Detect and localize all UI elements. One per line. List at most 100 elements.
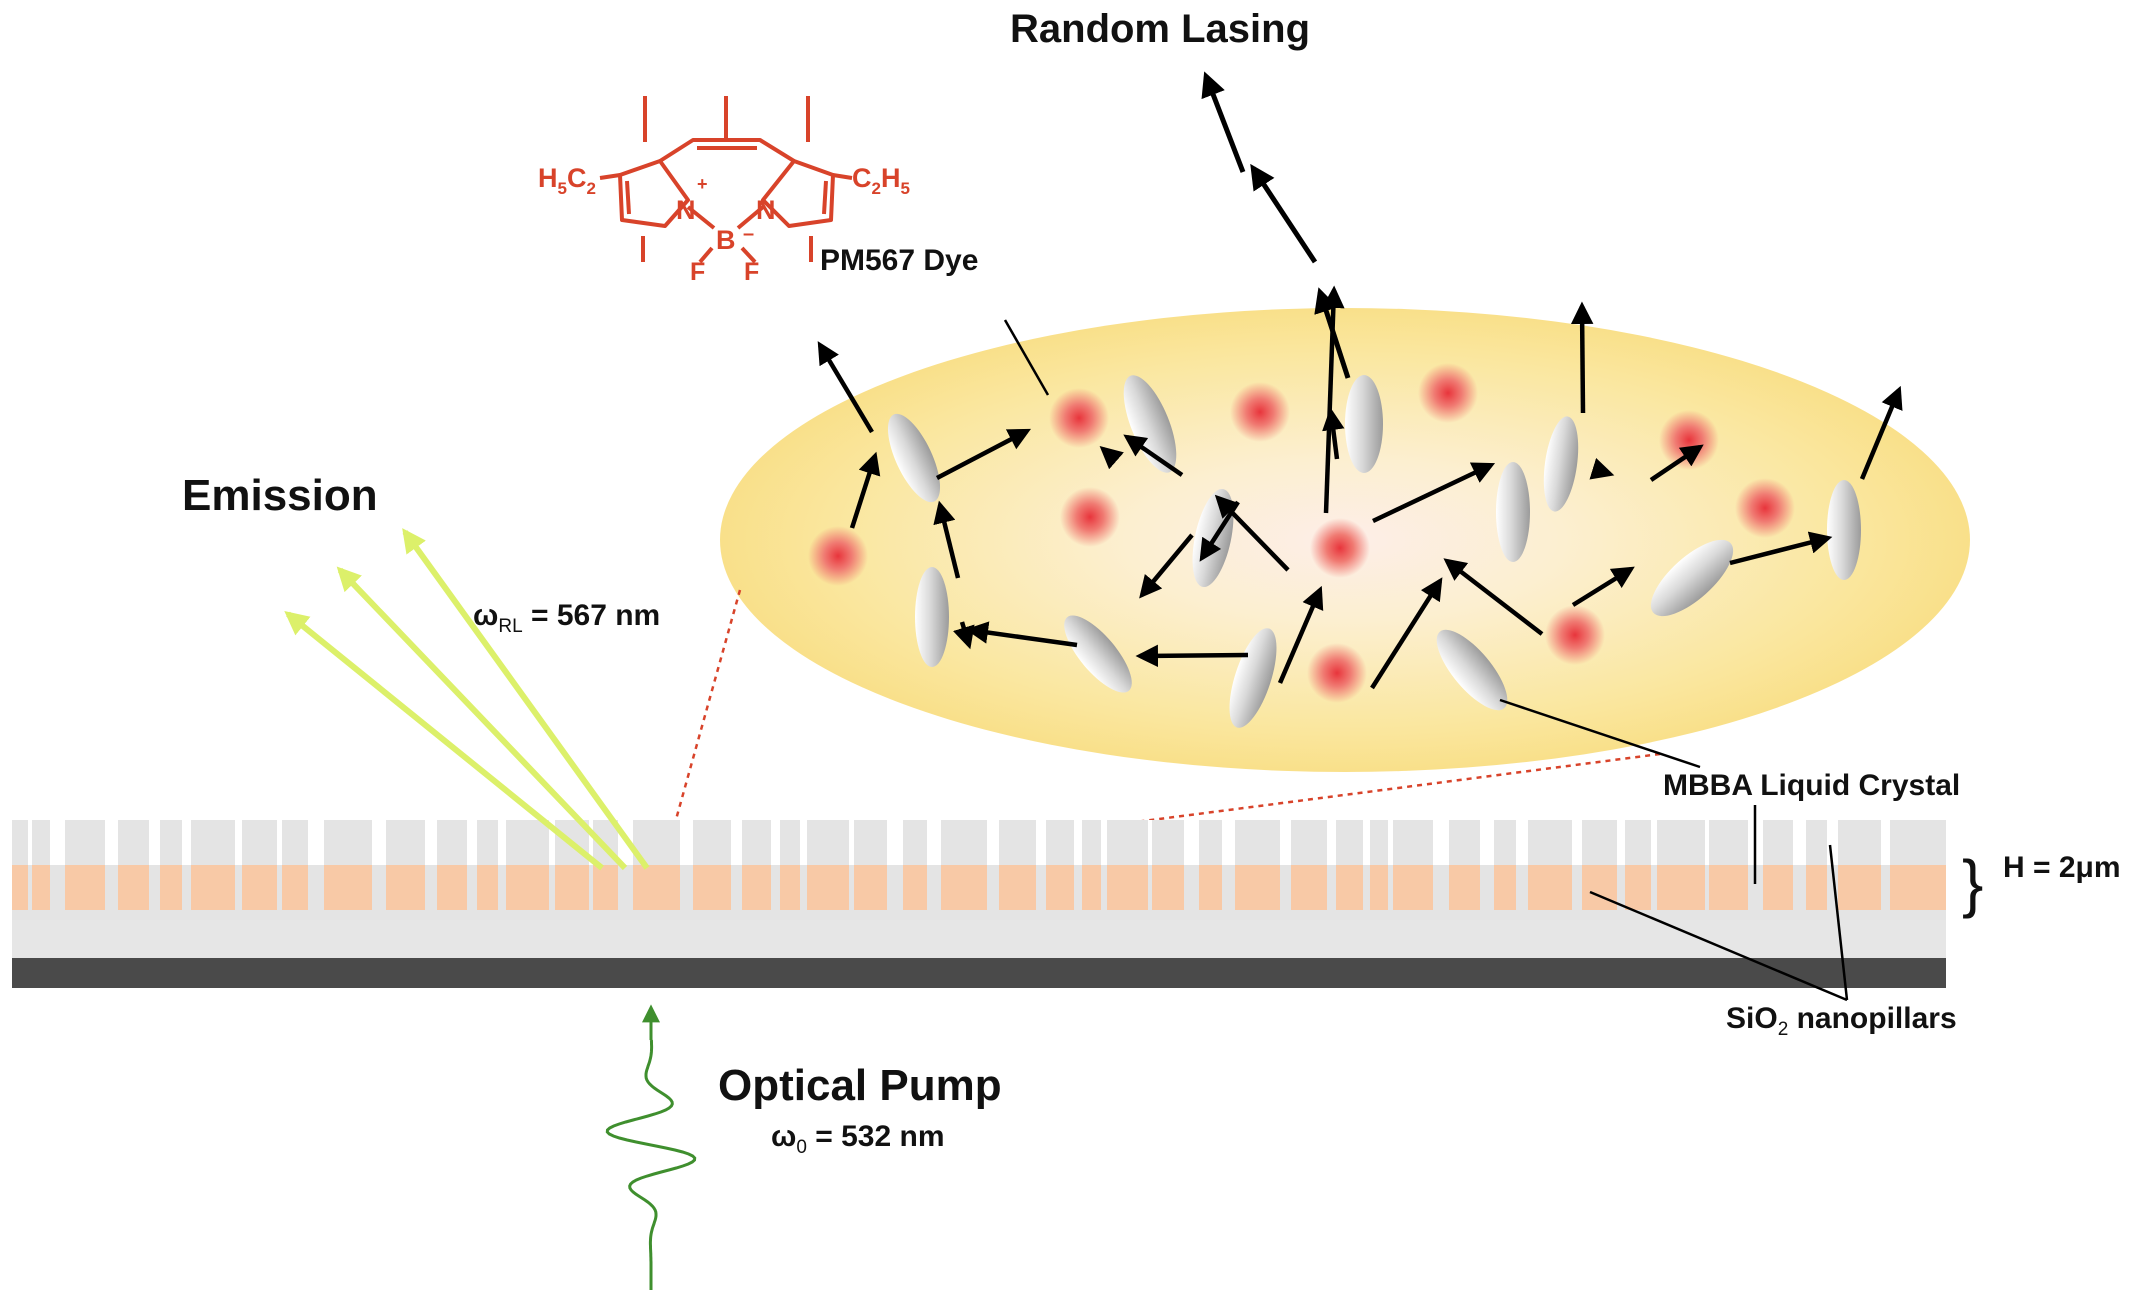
pm567-molecule-labels: H5C2 C2H5 N N B + – F F — [538, 163, 910, 286]
pillar-gap — [1881, 820, 1890, 865]
dye-molecule — [1659, 410, 1719, 470]
pillar-gap — [1184, 820, 1199, 865]
svg-text:–: – — [743, 223, 754, 245]
pillar-gap — [50, 820, 65, 865]
pillar-gap — [1388, 820, 1393, 865]
pillar-base — [12, 918, 1946, 960]
scatter-arrow — [1322, 407, 1345, 460]
pillar-segment — [1363, 865, 1370, 910]
pillar-segment — [1572, 865, 1582, 910]
liquid-crystal-molecule — [1229, 628, 1277, 728]
pillar-segment — [1101, 865, 1107, 910]
pillar-gap — [731, 820, 742, 865]
dye-label: PM567 Dye — [820, 244, 978, 277]
pillar-gap — [1516, 820, 1528, 865]
scatter-arrow — [1214, 494, 1290, 572]
pillar-segment — [1280, 865, 1291, 910]
svg-text:F: F — [744, 258, 759, 286]
pillar-gap — [235, 820, 242, 865]
liquid-crystal-molecule — [1123, 375, 1177, 473]
pillar-gap — [1705, 820, 1709, 865]
pillar-segment — [731, 865, 742, 910]
pillar-gap — [498, 820, 506, 865]
pillar-segment — [589, 865, 593, 910]
leader-lines — [1003, 319, 1849, 1002]
pillar-segment — [105, 865, 118, 910]
scatter-arrow — [1370, 577, 1443, 690]
svg-text:H5C2: H5C2 — [538, 163, 596, 198]
pillar-gap — [771, 820, 780, 865]
dye-dots — [808, 363, 1795, 703]
pillar-gap — [987, 820, 999, 865]
pillar-gap — [1793, 820, 1806, 865]
pillar-gap — [425, 820, 437, 865]
pillar-gap — [1101, 820, 1107, 865]
dye-molecule — [1060, 487, 1120, 547]
pillar-segment — [987, 865, 999, 910]
scatter-arrow — [1589, 457, 1615, 480]
scatter-arrow — [1729, 531, 1833, 566]
pillar-segment — [771, 865, 780, 910]
dye-molecule — [1310, 518, 1370, 578]
scatter-arrow — [817, 341, 874, 434]
pillar-gap — [149, 820, 160, 865]
pillar-gap — [1222, 820, 1235, 865]
pillar-gap — [1480, 820, 1494, 865]
svg-text:+: + — [697, 174, 708, 194]
pillar-gap — [549, 820, 555, 865]
dye-molecule — [808, 526, 868, 586]
scatter-arrow — [1139, 533, 1194, 599]
pillar-segment — [849, 865, 854, 910]
pillar-gap — [1651, 820, 1657, 865]
omega-rl-label: ωRL = 567 nm — [473, 599, 660, 637]
pillar-gap — [28, 820, 32, 865]
emission-arrows — [284, 528, 650, 871]
pillar-gap — [887, 820, 903, 865]
pillar-gap — [1148, 820, 1152, 865]
pillar-gap — [308, 820, 324, 865]
pillar-gap — [589, 820, 593, 865]
svg-text:N: N — [676, 195, 696, 225]
pillar-segment — [1433, 865, 1449, 910]
pillar-segment — [372, 865, 386, 910]
random-lasing-arrow — [1201, 71, 1351, 379]
dye-molecule — [1418, 363, 1478, 423]
liquid-crystal-molecule — [1827, 480, 1861, 580]
scatter-arrow — [849, 451, 881, 529]
scatter-arrow — [935, 428, 1031, 480]
pillar-segment — [1388, 865, 1393, 910]
liquid-crystal-molecule — [887, 413, 941, 503]
pillar-gap — [1433, 820, 1449, 865]
dye-molecule — [1230, 382, 1290, 442]
pillar-gap — [1617, 820, 1625, 865]
pillar-gap — [1827, 820, 1838, 865]
pillar-segment — [277, 865, 282, 910]
scatter-arrow — [965, 621, 1078, 648]
pillar-segment — [1705, 865, 1709, 910]
pillar-segment — [182, 865, 191, 910]
pillar-segment — [1480, 865, 1494, 910]
scatter-arrow — [1649, 444, 1704, 482]
pillar-segment — [1651, 865, 1657, 910]
pillar-gap — [372, 820, 386, 865]
pillar-segment — [149, 865, 160, 910]
height-label: H = 2μm — [2003, 851, 2121, 884]
nanopillars-label: SiO2 nanopillars — [1726, 1002, 1957, 1040]
random-lasing-title: Random Lasing — [1010, 7, 1310, 51]
scatter-arrow — [933, 500, 961, 579]
liquid-crystal-molecule — [915, 567, 949, 667]
liquid-crystal-molecule — [1650, 539, 1734, 617]
pillar-gap — [800, 820, 807, 865]
substrate — [12, 958, 1946, 988]
pillar-segment — [308, 865, 324, 910]
pillar-gap — [849, 820, 854, 865]
pillar-gap — [467, 820, 477, 865]
scattering-arrows — [817, 285, 1903, 690]
scatter-arrow — [1135, 644, 1249, 668]
pillar-segment — [28, 865, 32, 910]
pillar-gap — [1036, 820, 1046, 865]
pillar-segment — [1222, 865, 1235, 910]
pillar-gap — [1327, 820, 1336, 865]
pillar-segment — [680, 865, 693, 910]
